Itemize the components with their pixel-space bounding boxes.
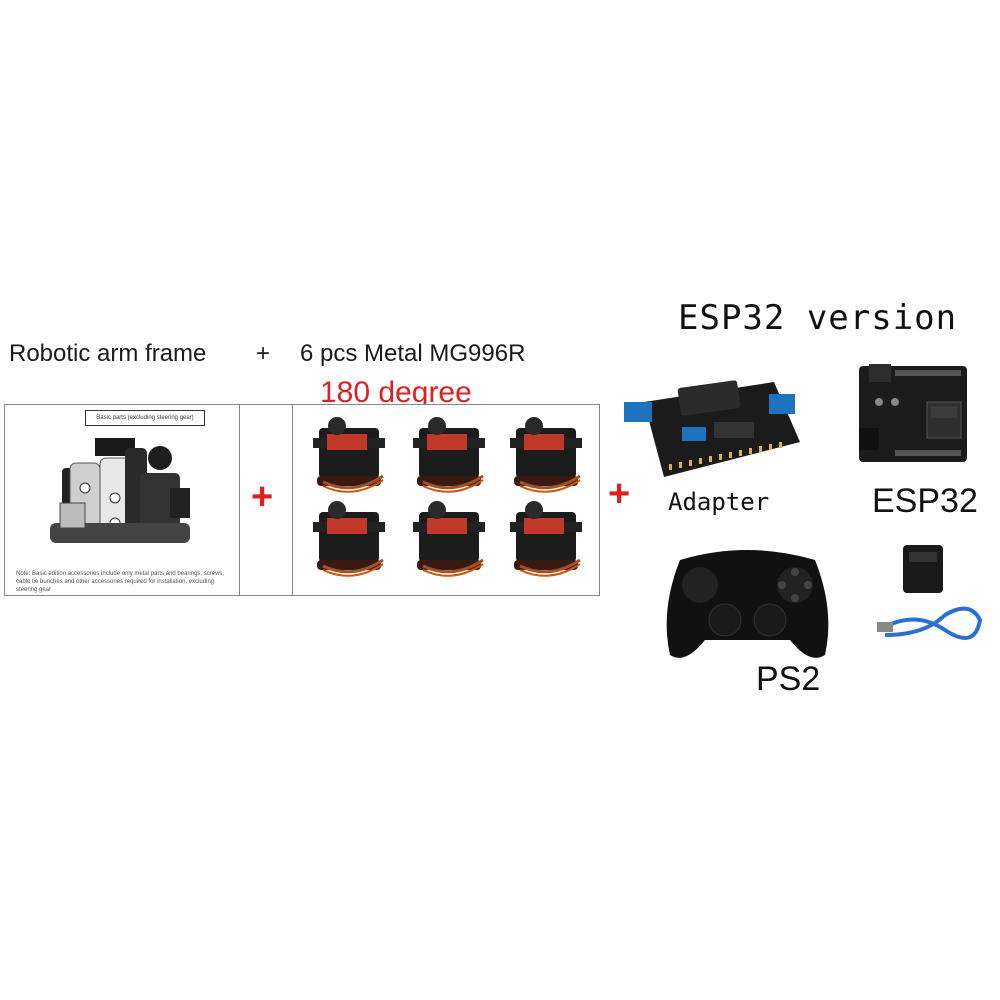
servo-motors-image bbox=[311, 415, 584, 578]
ps2-label: PS2 bbox=[756, 660, 821, 698]
servo-count-label: 6 pcs Metal MG996R bbox=[300, 340, 526, 367]
plus-icon-2: + bbox=[608, 473, 631, 515]
adapter-label: Adapter bbox=[668, 488, 770, 516]
frame-caption: Basic parts (excluding steering gear) bbox=[85, 410, 205, 426]
degree-label: 180 degree bbox=[320, 376, 472, 409]
plus-icon-1: + bbox=[251, 476, 274, 518]
robotic-arm-frame-image bbox=[50, 438, 190, 543]
robotic-arm-frame-label: Robotic arm frame bbox=[9, 340, 207, 367]
ps2-controller-image bbox=[666, 550, 829, 658]
plus-panel bbox=[240, 404, 292, 596]
plus-label: + bbox=[256, 340, 271, 367]
esp32-board-image bbox=[859, 364, 967, 462]
esp32-version-heading: ESP32 version bbox=[678, 298, 958, 338]
esp32-label: ESP32 bbox=[872, 482, 978, 520]
adapter-board-image bbox=[624, 380, 800, 477]
frame-note: Note: Basic edition accessories include … bbox=[16, 571, 225, 593]
ps2-receiver-cable-image bbox=[877, 545, 983, 640]
